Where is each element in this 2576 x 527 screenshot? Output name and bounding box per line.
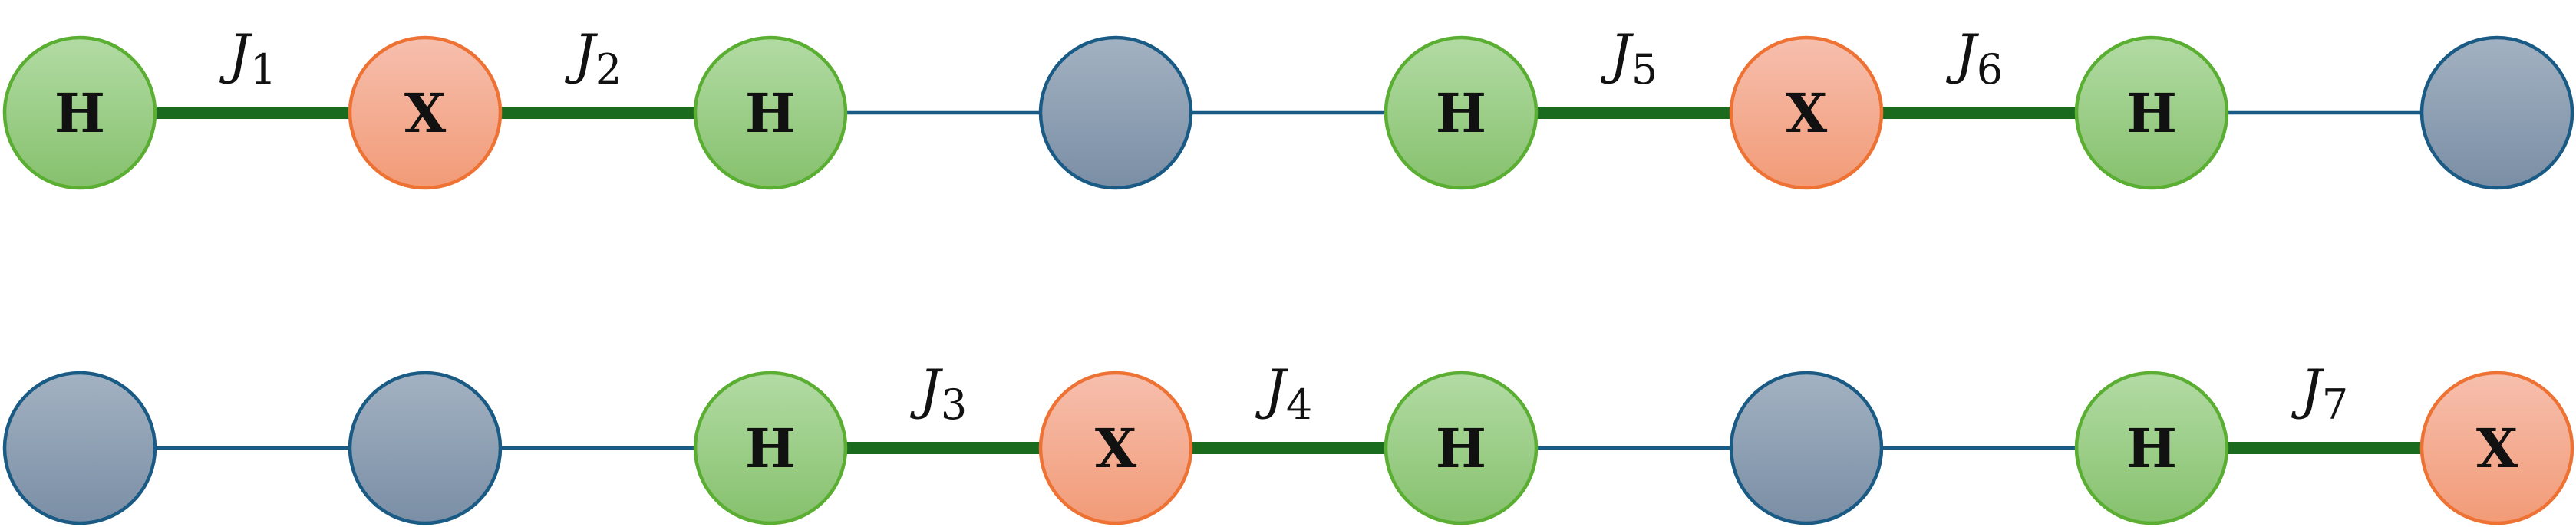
coupling-symbol: J (2291, 358, 2325, 421)
coupling-symbol: J (1946, 23, 1980, 86)
site-circle (2074, 371, 2229, 525)
site-label: H (2126, 81, 2177, 145)
site-label: H (54, 81, 105, 145)
h-site-bottom-chain-4: H (1384, 371, 1539, 525)
coupling-label-J6: J6 (1946, 23, 2003, 94)
x-site-bottom-chain-3: X (1038, 371, 1193, 525)
x-site-top-chain-5: X (1729, 35, 1884, 190)
h-site-top-chain-4: H (1384, 35, 1539, 190)
empty-site-bottom-chain-5 (1729, 371, 1884, 525)
coupling-subscript: 2 (595, 45, 622, 94)
site-label: H (1436, 417, 1486, 480)
coupling-symbol: J (910, 358, 944, 421)
h-site-top-chain-0: H (2, 35, 157, 190)
site-label: H (2126, 417, 2177, 480)
site-circle (1729, 35, 1884, 190)
site-circle (1384, 371, 1539, 525)
coupling-subscript: 4 (1286, 380, 1312, 429)
site-circle (1729, 371, 1884, 525)
site-circle (348, 371, 503, 525)
h-site-bottom-chain-6: H (2074, 371, 2229, 525)
h-site-top-chain-2: H (693, 35, 848, 190)
coupling-label-J1: J1 (219, 23, 276, 94)
site-circle (2, 35, 157, 190)
empty-site-top-chain-7 (2419, 35, 2574, 190)
site-circle (2419, 371, 2574, 525)
h-site-top-chain-6: H (2074, 35, 2229, 190)
site-label: X (404, 81, 447, 145)
site-label: H (745, 81, 796, 145)
empty-site-top-chain-3 (1038, 35, 1193, 190)
site-circle (348, 35, 503, 190)
site-circle (2419, 35, 2574, 190)
empty-site-bottom-chain-0 (2, 371, 157, 525)
coupling-label-J4: J4 (1255, 358, 1312, 429)
coupling-subscript: 5 (1631, 45, 1657, 94)
nodes-layer: H X H H X H H X H H X (2, 35, 2574, 525)
x-site-top-chain-1: X (348, 35, 503, 190)
empty-site-bottom-chain-1 (348, 371, 503, 525)
coupling-label-J2: J2 (565, 23, 622, 94)
coupling-symbol: J (1255, 358, 1289, 421)
site-circle (1384, 35, 1539, 190)
site-circle (2074, 35, 2229, 190)
site-circle (2, 371, 157, 525)
site-circle (693, 35, 848, 190)
site-circle (1038, 35, 1193, 190)
h-site-bottom-chain-2: H (693, 371, 848, 525)
coupling-label-J3: J3 (910, 358, 967, 429)
site-label: H (745, 417, 796, 480)
site-circle (1038, 371, 1193, 525)
coupling-subscript: 3 (941, 380, 967, 429)
coupling-symbol: J (1601, 23, 1634, 86)
coupling-subscript: 7 (2322, 380, 2348, 429)
site-label: H (1436, 81, 1486, 145)
coupling-subscript: 6 (1977, 45, 2003, 94)
site-label: X (2476, 417, 2518, 480)
coupling-symbol: J (565, 23, 599, 86)
x-site-bottom-chain-7: X (2419, 371, 2574, 525)
coupling-subscript: 1 (250, 45, 276, 94)
site-label: X (1786, 81, 1828, 145)
coupling-label-J5: J5 (1601, 23, 1657, 94)
site-label: X (1095, 417, 1137, 480)
coupling-symbol: J (219, 23, 253, 86)
site-circle (693, 371, 848, 525)
coupling-label-J7: J7 (2291, 358, 2348, 429)
